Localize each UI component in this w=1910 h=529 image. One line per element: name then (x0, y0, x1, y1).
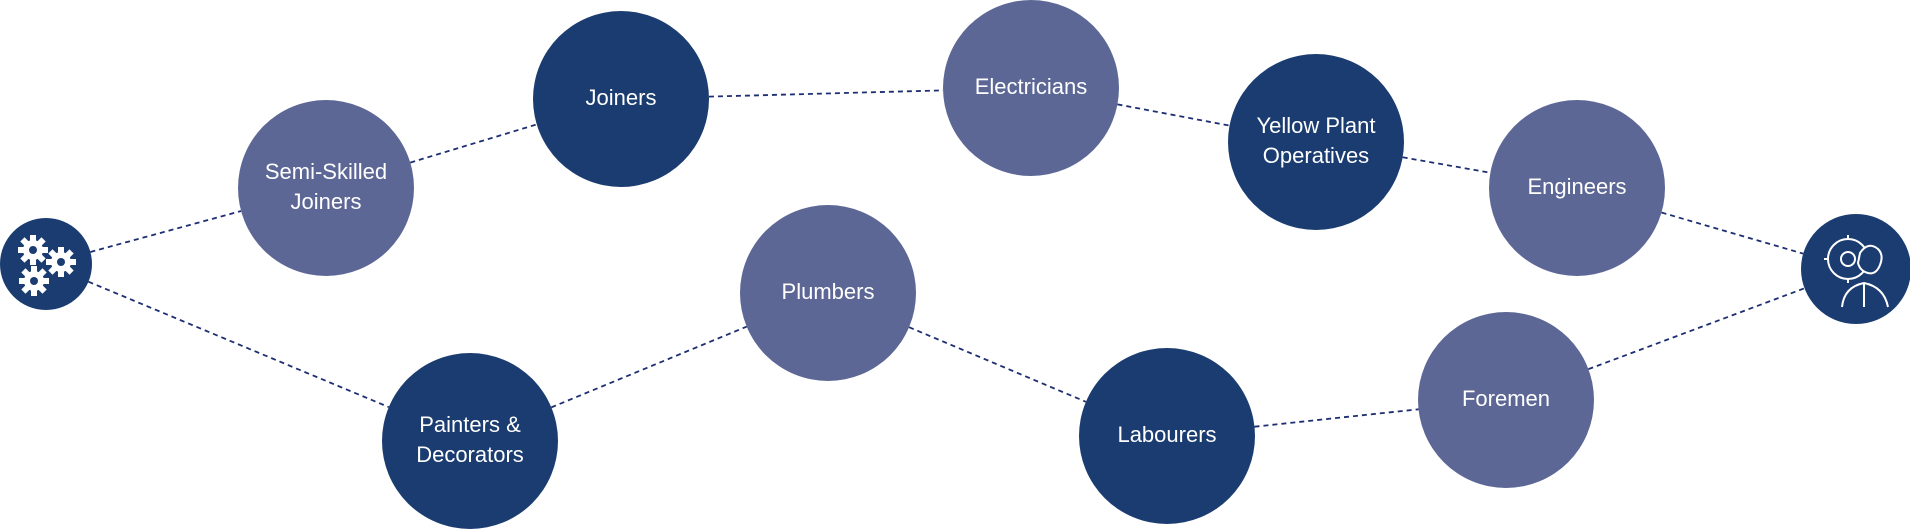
node-label-yellow-plant-operatives-line-1: Yellow Plant (1256, 113, 1375, 138)
node-circle-plumbers (740, 205, 916, 381)
node-painters-decorators: Painters & Decorators (382, 353, 558, 529)
connector-engineers-to-worker (1661, 211, 1804, 255)
connector-gears-to-semi-skilled-joiners (90, 210, 242, 253)
node-circle-yellow-plant-operatives (1228, 54, 1404, 230)
node-label-yellow-plant-operatives-line-2: Operatives (1263, 143, 1369, 168)
node-plumbers: Plumbers (740, 205, 916, 381)
node-label-semi-skilled-joiners-line-2: Joiners (291, 189, 362, 214)
node-label-electricians: Electricians (975, 74, 1087, 99)
connector-gears-to-painters-decorators (88, 280, 390, 408)
node-circle-joiners (533, 11, 709, 187)
node-label-plumbers: Plumbers (782, 279, 875, 304)
connector-labourers-to-foremen (1254, 408, 1419, 428)
node-label-joiners: Joiners (586, 85, 657, 110)
node-circle-worker (1801, 214, 1910, 324)
node-label-labourers: Labourers (1117, 422, 1216, 447)
connector-joiners-to-electricians (708, 89, 944, 98)
node-circle-painters-decorators (382, 353, 558, 529)
connector-yellow-plant-operatives-to-engineers (1402, 156, 1491, 174)
node-label-painters-decorators-line-1: Painters & (419, 412, 521, 437)
node-circle-electricians (943, 0, 1119, 176)
connector-plumbers-to-labourers (908, 326, 1087, 403)
gears-icon (18, 235, 76, 296)
node-label-painters-decorators-line-2: Decorators (416, 442, 524, 467)
node-label-semi-skilled-joiners-line-1: Semi-Skilled (265, 159, 387, 184)
node-electricians: Electricians (943, 0, 1119, 176)
node-worker (1801, 214, 1910, 324)
connector-lines (88, 89, 1805, 428)
connector-semi-skilled-joiners-to-joiners (409, 123, 538, 164)
engineer-person-icon (1824, 235, 1889, 308)
node-label-foremen: Foremen (1462, 386, 1550, 411)
node-circle-foremen (1418, 312, 1594, 488)
node-circle-labourers (1079, 348, 1255, 524)
node-circle-engineers (1489, 100, 1665, 276)
node-foremen: Foremen (1418, 312, 1594, 488)
node-circle-semi-skilled-joiners (238, 100, 414, 276)
connector-electricians-to-yellow-plant-operatives (1117, 103, 1230, 127)
connector-foremen-to-worker (1588, 287, 1805, 370)
node-engineers: Engineers (1489, 100, 1665, 276)
node-joiners: Joiners (533, 11, 709, 187)
connector-painters-decorators-to-plumbers (550, 325, 748, 409)
node-labourers: Labourers (1079, 348, 1255, 524)
node-label-engineers: Engineers (1527, 174, 1626, 199)
